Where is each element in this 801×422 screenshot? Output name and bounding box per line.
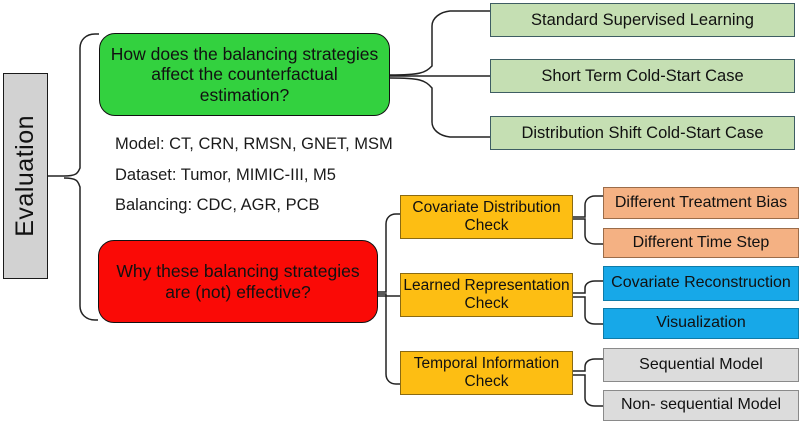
link-check0-leaf1 (573, 218, 603, 245)
question-node-label: How does the balancing strategies affect… (110, 44, 379, 105)
question-node-counterfactual-estimation[interactable]: How does the balancing strategies affect… (99, 33, 390, 116)
root-node-label: Evaluation (11, 115, 40, 237)
link-check2-leaf0 (573, 358, 603, 372)
leaf-node-covariate-reconstruction[interactable]: Covariate Reconstruction (603, 266, 799, 301)
link-red-to-check-2 (378, 295, 400, 385)
leaf-node-label: Visualization (656, 314, 746, 332)
check-node-label: Learned Representation Check (403, 277, 570, 312)
link-check0-leaf0 (573, 195, 603, 218)
question-node-label: Why these balancing strategies are (not)… (116, 261, 360, 302)
leaf-node-different-treatment-bias[interactable]: Different Treatment Bias (603, 187, 799, 219)
setting-node-label: Distribution Shift Cold-Start Case (521, 123, 764, 142)
leaf-node-non-sequential-model[interactable]: Non- sequential Model (603, 390, 799, 421)
check-node-covariate-distribution[interactable]: Covariate Distribution Check (400, 195, 573, 239)
check-node-label: Covariate Distribution Check (412, 199, 561, 234)
setting-node-label: Standard Supervised Learning (531, 10, 754, 29)
leaf-node-label: Sequential Model (639, 355, 763, 373)
leaf-node-label: Covariate Reconstruction (611, 274, 791, 292)
leaf-node-visualization[interactable]: Visualization (603, 308, 799, 339)
check-node-temporal-information[interactable]: Temporal Information Check (400, 351, 573, 395)
meta-line-model: Model: CT, CRN, RMSN, GNET, MSM (115, 135, 393, 153)
link-red-to-check-1 (378, 293, 400, 297)
leaf-node-different-time-step[interactable]: Different Time Step (603, 228, 799, 258)
link-root-to-green (63, 33, 99, 177)
link-check2-leaf1 (573, 374, 603, 407)
leaf-node-label: Different Time Step (632, 233, 770, 251)
link-green-to-setting-2 (389, 77, 490, 138)
leaf-node-label: Different Treatment Bias (614, 193, 788, 211)
experiment-setup-text: Model: CT, CRN, RMSN, GNET, MSM Dataset:… (115, 136, 415, 228)
setting-node-label: Short Term Cold-Start Case (541, 66, 744, 85)
check-node-learned-representation[interactable]: Learned Representation Check (400, 273, 573, 317)
meta-line-balancing: Balancing: CDC, AGR, PCB (115, 196, 320, 214)
setting-node-distribution-shift-cold-start[interactable]: Distribution Shift Cold-Start Case (490, 116, 795, 150)
setting-node-standard-supervised-learning[interactable]: Standard Supervised Learning (490, 3, 795, 37)
link-green-to-setting-0 (389, 10, 490, 76)
link-check1-leaf1 (573, 296, 603, 325)
leaf-node-label: Non- sequential Model (620, 396, 782, 414)
link-check1-leaf0 (573, 280, 603, 294)
leaf-node-sequential-model[interactable]: Sequential Model (603, 348, 799, 382)
meta-line-dataset: Dataset: Tumor, MIMIC-III, M5 (115, 165, 336, 184)
check-node-label: Temporal Information Check (413, 355, 560, 390)
question-node-effectiveness[interactable]: Why these balancing strategies are (not)… (98, 240, 378, 323)
root-node-evaluation[interactable]: Evaluation (3, 73, 48, 279)
link-root-to-red (63, 177, 98, 321)
setting-node-short-term-cold-start[interactable]: Short Term Cold-Start Case (490, 59, 795, 93)
